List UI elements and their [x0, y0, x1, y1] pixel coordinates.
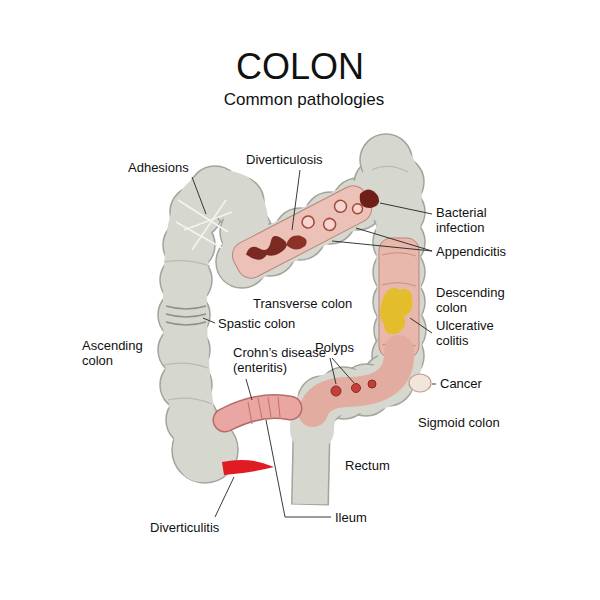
leader-line: [266, 420, 331, 517]
callout-label: Transverse colon: [253, 296, 352, 311]
ileum-inflammation: [248, 397, 280, 424]
fold: [164, 363, 208, 368]
callout-label: Spastic colon: [218, 316, 295, 331]
callout-label: Ileum: [335, 510, 367, 525]
adhesion: [192, 200, 226, 250]
fold: [382, 253, 416, 256]
diverticulum: [322, 216, 338, 232]
tumor: [409, 374, 431, 392]
fold: [372, 166, 408, 172]
callout-label: Polyps: [315, 340, 354, 355]
leader-line: [192, 177, 206, 214]
fold: [168, 398, 212, 404]
callout-label: Adhesions: [128, 160, 189, 175]
callout-label: Sigmoid colon: [418, 415, 500, 430]
ileum-outline: [225, 407, 290, 421]
bacterial-infection-site: [360, 189, 379, 208]
diverticula-dark: [244, 232, 289, 267]
haustra-bumps: [158, 134, 426, 483]
callout-label: Descending colon: [436, 285, 516, 315]
diverticula-dark: [284, 231, 309, 253]
diverticulum: [332, 198, 348, 214]
lesion: [258, 398, 262, 419]
diverticulum: [300, 214, 316, 230]
callout-label: Rectum: [345, 458, 390, 473]
constriction: [166, 314, 206, 317]
leader-line: [246, 379, 252, 400]
callout-label: Ascending colon: [82, 338, 152, 368]
callout-label: Cancer: [440, 376, 482, 391]
leader-line: [332, 358, 354, 383]
ileum: [225, 407, 290, 421]
colon-tube: [185, 160, 400, 460]
callout-label: Ulcerative colitis: [436, 318, 516, 348]
constriction: [166, 322, 206, 325]
lesion: [278, 397, 280, 417]
polyp: [368, 380, 376, 388]
appendix: [222, 460, 274, 475]
leader-line: [380, 203, 432, 214]
callout-label: Appendicitis: [436, 244, 506, 259]
subtitle: Common pathologies: [4, 90, 600, 110]
ulceration: [380, 288, 412, 334]
leader-line: [292, 170, 300, 230]
diagram-title: COLON: [0, 48, 600, 86]
polyp: [331, 386, 341, 396]
leader-line: [332, 241, 432, 251]
fold: [382, 283, 416, 286]
callout-label: Diverticulitis: [150, 520, 219, 535]
lesion: [268, 397, 271, 417]
fold: [164, 261, 210, 266]
leader-line: [410, 318, 432, 333]
leader-line: [432, 384, 436, 385]
spastic-constrictions: [166, 306, 206, 325]
transverse-cutaway: [228, 181, 377, 283]
mucosa: [228, 181, 377, 283]
constriction: [166, 306, 206, 309]
polyp: [352, 384, 361, 393]
adhesion: [176, 222, 222, 248]
leader-line: [203, 318, 215, 323]
callout-label: Bacterial infection: [436, 205, 516, 235]
leader-line: [215, 477, 234, 517]
lesion: [248, 402, 252, 424]
callout-label: Diverticulosis: [246, 152, 323, 167]
